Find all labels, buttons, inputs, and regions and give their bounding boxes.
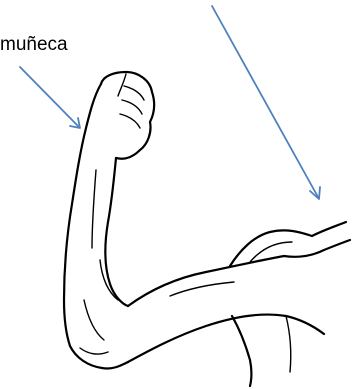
tricep-detail: [286, 316, 291, 372]
wrist-arrow-shaft: [20, 67, 78, 126]
fist-knuckle-line-1: [124, 86, 144, 100]
upper-arm-arrow-shaft: [212, 6, 318, 197]
upper-arm-underside: [128, 314, 324, 362]
fist-knuckle-line-3: [120, 114, 140, 128]
wrist-pointer-arrow: [20, 67, 80, 128]
shoulder-back: [284, 240, 350, 257]
forearm-detail-3: [84, 300, 104, 340]
elbow-crease: [80, 348, 108, 354]
forearm-inner-edge: [105, 158, 128, 306]
bicep-bulge: [128, 256, 284, 306]
upper-arm-pointer-arrow: [212, 6, 320, 199]
elbow-outline: [70, 346, 128, 369]
fist-knuckle-line-2: [122, 100, 142, 114]
flexed-arm-drawing: [64, 72, 350, 386]
fist-outline: [101, 72, 154, 159]
forearm-outer-edge: [64, 84, 101, 346]
shoulder-outline: [230, 222, 346, 266]
tricep-line: [232, 316, 252, 386]
bicep-inner-line: [170, 282, 234, 296]
fist-thumb-line: [118, 74, 126, 96]
forearm-detail-1: [92, 170, 96, 248]
